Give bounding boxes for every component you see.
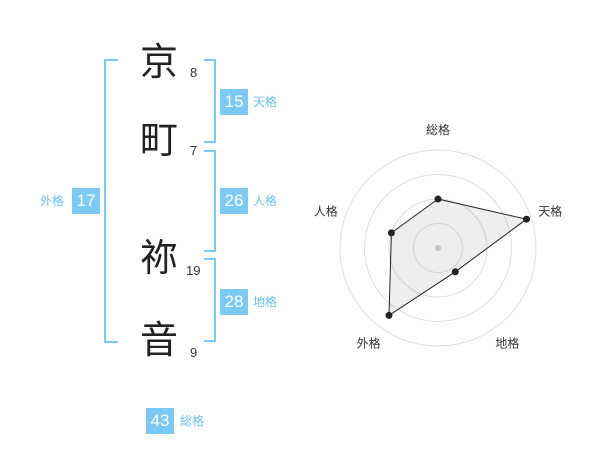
radar-axis-label-4: 外格 [357, 336, 381, 351]
gaikaku-label: 外格 [40, 194, 65, 208]
radar-ring [413, 223, 463, 273]
chikaku-bracket [204, 258, 216, 342]
radar-point-5 [387, 229, 395, 237]
radar-ring [339, 149, 537, 347]
radar-axis-label-5: 人格 [314, 204, 338, 219]
stroke-count-4: 9 [190, 345, 198, 360]
jinkaku-bracket [204, 150, 216, 252]
name-char-1: 京 [139, 40, 178, 84]
radar-point-2 [523, 215, 530, 223]
soukaku-label: 総格 [180, 414, 205, 428]
gaikaku-bracket [104, 59, 118, 343]
name-char-3: 祢 [139, 236, 178, 280]
radar-point-4 [385, 311, 393, 319]
jinkaku-label: 人格 [253, 194, 278, 208]
tenkaku-label: 天格 [253, 95, 278, 109]
radar-axis-label-1: 総格 [426, 122, 450, 137]
chikaku-label: 地格 [253, 295, 278, 309]
radar-center-dot [435, 245, 441, 251]
name-char-4: 音 [139, 318, 178, 362]
soukaku-value-badge: 43 [146, 408, 174, 434]
tenkaku-bracket [204, 59, 216, 143]
radar-point-1 [434, 195, 442, 203]
radar-area [388, 198, 528, 317]
jinkaku-value-badge: 26 [220, 188, 248, 214]
radar-ring [364, 174, 512, 322]
stroke-count-2: 7 [190, 143, 198, 158]
tenkaku-value-badge: 15 [220, 89, 248, 115]
radar-axis-label-2: 天格 [538, 204, 562, 219]
radar-point-3 [451, 268, 459, 276]
chikaku-value-badge: 28 [220, 289, 248, 315]
stroke-count-1: 8 [190, 65, 198, 80]
stroke-count-3: 19 [186, 263, 201, 278]
name-char-2: 町 [139, 118, 178, 162]
gaikaku-value-badge: 17 [72, 188, 100, 214]
radar-axis-label-3: 地格 [495, 336, 519, 351]
